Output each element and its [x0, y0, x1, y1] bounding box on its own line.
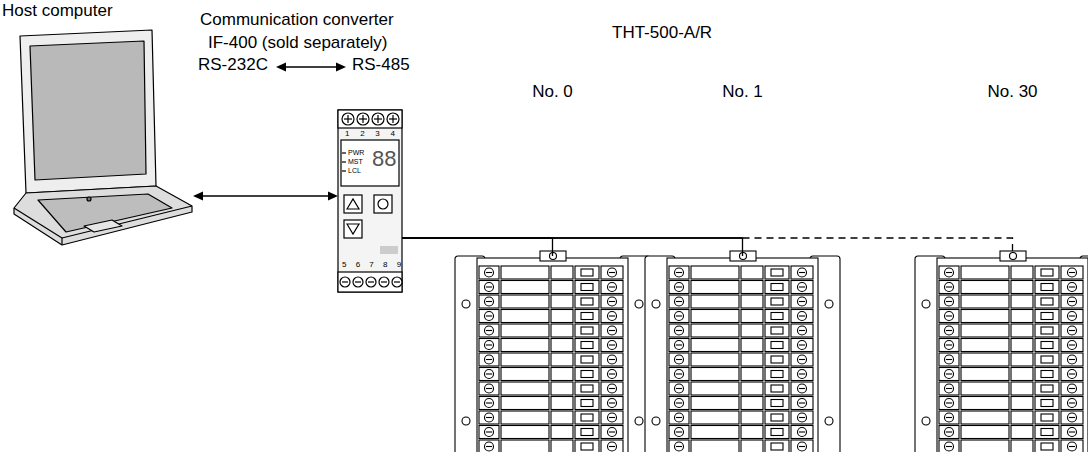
connector — [402, 238, 553, 256]
node-label: Communication converter — [200, 10, 394, 30]
connector — [193, 192, 338, 201]
connector — [402, 238, 1013, 256]
controller-unit: No. 30 — [915, 256, 1088, 452]
led-label: LCL — [348, 167, 361, 174]
model-label: THT-500-A/R — [612, 24, 712, 41]
node-label: Host computer — [2, 1, 113, 21]
terminal-unit — [915, 251, 1088, 452]
connector — [402, 238, 743, 256]
interface-label: RS-232C — [198, 56, 268, 73]
node-label: No. 30 — [987, 82, 1037, 102]
terminal-numbers: 1 2 3 4 — [345, 130, 395, 138]
terminal-unit-illustrations — [455, 251, 1088, 452]
laptop-illustration — [14, 30, 192, 245]
rs-conversion-arrow — [276, 63, 346, 72]
node-label: IF-400 (sold separately) — [208, 33, 388, 53]
interface-label: RS-485 — [352, 56, 410, 73]
terminal-numbers: 5 6 7 8 9 — [342, 261, 401, 269]
controller-unit: No. 1 — [645, 256, 840, 452]
led-label: PWR — [348, 149, 364, 156]
converter-illustration — [338, 110, 402, 292]
terminal-unit — [645, 251, 840, 452]
controller-unit: No. 0 — [455, 256, 650, 452]
terminal-unit — [455, 251, 650, 452]
display-digits: 88 — [372, 148, 396, 170]
node-label: No. 1 — [722, 82, 763, 102]
host-computer: Host computer — [8, 28, 193, 248]
node-label: No. 0 — [532, 82, 573, 102]
led-label: MST — [348, 158, 363, 165]
